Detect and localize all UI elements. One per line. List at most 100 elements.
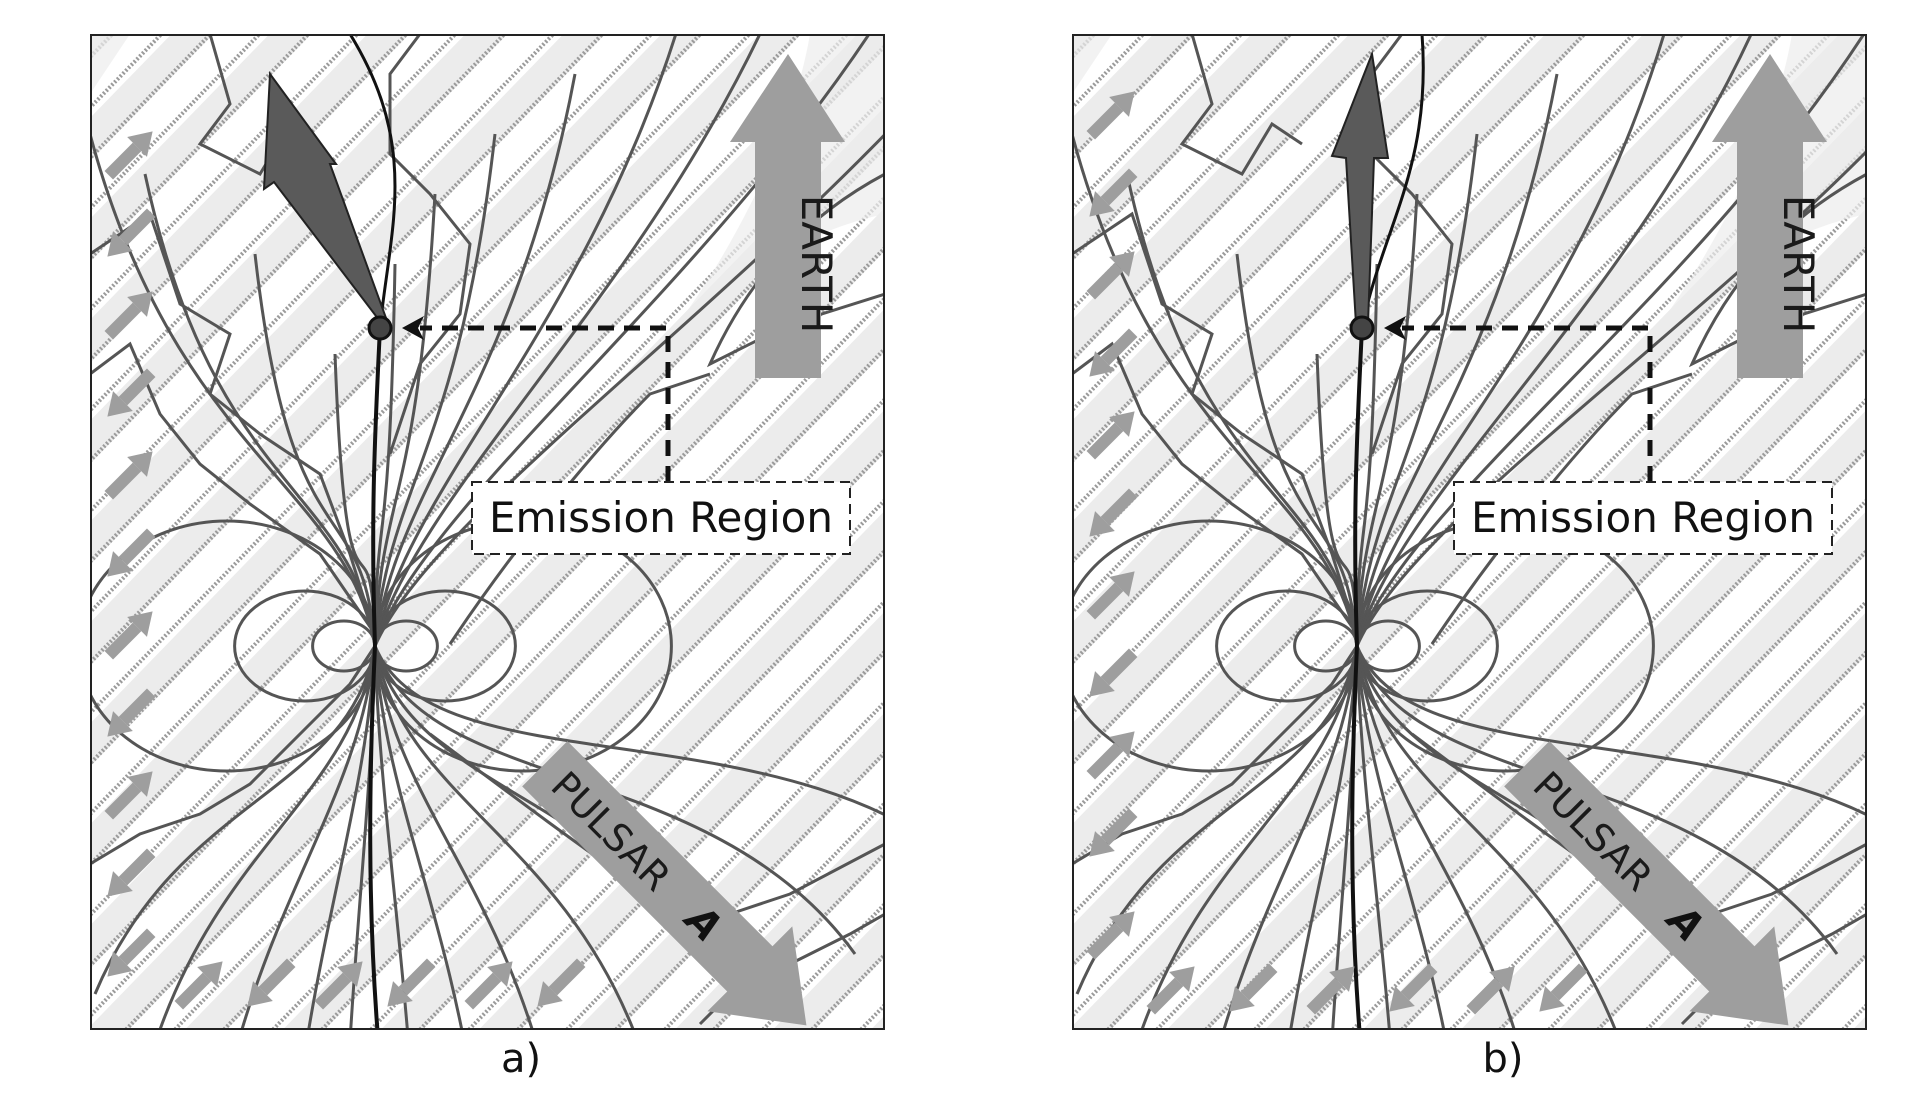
flow-arrow (1146, 966, 1195, 1015)
flow-arrow (1229, 963, 1278, 1012)
earth-arrow: EARTH (1712, 54, 1827, 378)
field-line-up (1355, 133, 1479, 647)
emission-leader (420, 325, 671, 482)
emission-leader (1402, 325, 1653, 482)
field-line-down (240, 645, 377, 1030)
flow-arrow (537, 958, 586, 1007)
field-line-up (90, 133, 377, 647)
flow-arrow-head (1109, 571, 1135, 597)
flow-arrow-shaft (464, 972, 502, 1010)
flow-arrow-head (1109, 91, 1135, 117)
flow-arrow-shaft (1466, 977, 1504, 1015)
flow-arrow-head (1389, 986, 1415, 1012)
boundary-top-left (1179, 34, 1303, 176)
leader-arrowhead (402, 316, 424, 340)
flow-arrow-shaft (118, 368, 156, 406)
flow-arrow-head (127, 771, 153, 797)
flow-arrow (1306, 966, 1355, 1015)
wind-band (576, 712, 885, 1030)
open-field-line-lower (368, 645, 380, 1030)
field-line-up (1355, 263, 1379, 647)
wind-band (90, 34, 214, 162)
leader-arrowhead (1384, 316, 1406, 340)
field-line-down (373, 645, 534, 1030)
field-line-down (158, 645, 377, 1030)
flow-arrow-head (107, 551, 133, 577)
hatch-line (90, 42, 885, 868)
flow-arrow-head (1089, 511, 1115, 537)
emission-region-label: Emission Region (1471, 493, 1815, 542)
hatch-line (1072, 34, 1735, 717)
wind-band (90, 34, 606, 565)
field-line-up (373, 132, 885, 647)
hatch-line (90, 34, 704, 666)
emission-direction-arrow (262, 71, 388, 326)
flow-arrow (104, 131, 153, 180)
hatch-line (90, 34, 753, 717)
field-line-up (1355, 73, 1559, 647)
flow-arrow-shaft (398, 958, 436, 996)
emission-point (367, 315, 393, 341)
flow-arrow-shaft (1086, 742, 1124, 780)
field-line-down (1355, 645, 1391, 1030)
field-line-up (1355, 34, 1666, 647)
flow-arrow-shaft (1086, 922, 1124, 960)
panel-frame (1072, 34, 1867, 1030)
field-line-up (1355, 148, 1867, 647)
open-field-line-upper (1360, 34, 1425, 329)
flow-arrow (107, 368, 156, 417)
flow-arrow-head (247, 981, 273, 1007)
flow-arrow (104, 611, 153, 660)
flow-arrow-shaft (1100, 328, 1138, 366)
flow-arrow-head (127, 611, 153, 637)
flow-arrow-head (107, 231, 133, 257)
flow-arrow-shaft (104, 622, 142, 660)
flow-arrow (1089, 488, 1138, 537)
flow-arrow-head (1109, 251, 1135, 277)
flow-arrow (104, 451, 153, 500)
panel-a-caption: a) (500, 1036, 542, 1082)
wind-band (90, 34, 704, 666)
field-line-up (1235, 253, 1359, 647)
wind-band (1072, 34, 1392, 364)
field-line-down (1289, 645, 1359, 1030)
wind-band (1362, 510, 1867, 1030)
flow-arrows (1086, 91, 1588, 1015)
earth-arrow-shape (730, 54, 845, 378)
flow-arrow-shaft (1086, 422, 1124, 460)
boundary-left-mid (1072, 341, 1359, 635)
flow-arrow-head (1489, 966, 1515, 992)
flow-arrow-head (107, 871, 133, 897)
open-field-line-main (1353, 327, 1364, 647)
leader-line (1402, 325, 1653, 482)
emission-region-box: Emission Region (1453, 481, 1833, 555)
panel-frame (90, 34, 885, 1030)
pulsar-arrow-shape (1504, 741, 1789, 1026)
flow-arrow (464, 961, 513, 1010)
boundary-left-upper (1072, 211, 1359, 635)
emission-region-frame (471, 481, 851, 555)
earth-arrow-shape (1712, 54, 1827, 378)
field-line-down (93, 645, 377, 995)
field-line-down (373, 645, 635, 1030)
field-line-down (1140, 645, 1359, 1030)
flow-arrow-shaft (1100, 808, 1138, 846)
field-line-down (1222, 645, 1359, 1030)
open-field-line-upper (348, 34, 397, 329)
field-line-up (373, 34, 678, 647)
wind-band (1558, 712, 1867, 1030)
wind-band (1072, 207, 1867, 1030)
field-line-down (373, 645, 885, 817)
field-line-down (1355, 645, 1867, 817)
flow-arrow-shaft (1306, 977, 1344, 1015)
flow-arrow-shaft (314, 972, 352, 1010)
wind-band (90, 207, 885, 1030)
flow-arrow (247, 958, 296, 1007)
flow-arrow-shaft (118, 688, 156, 726)
wind-band (1072, 34, 1867, 868)
boundary-top-mid (388, 34, 472, 455)
flow-arrow-head (1169, 966, 1195, 992)
